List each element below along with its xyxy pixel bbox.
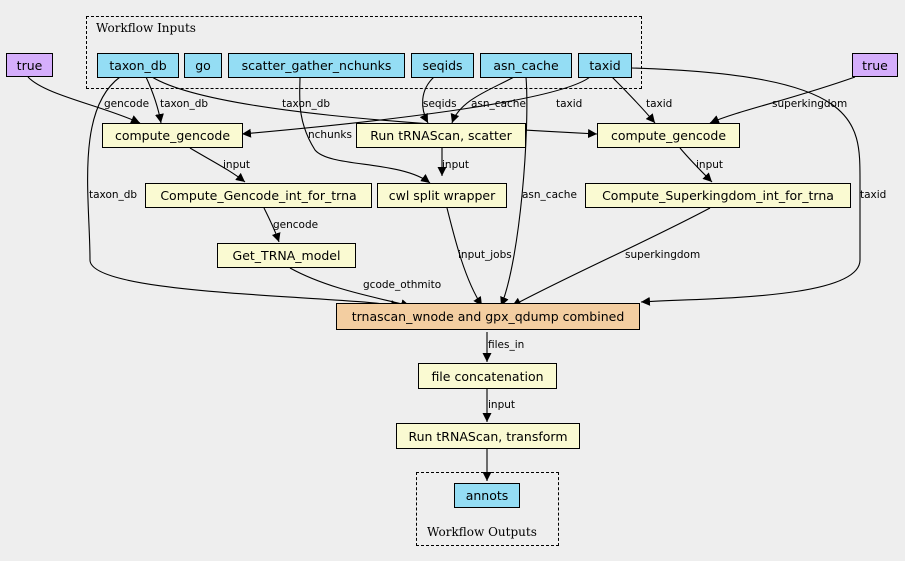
edge-cwl-to-combined <box>446 207 483 307</box>
compute-gencode-left-step[interactable]: compute_gencode <box>102 123 243 148</box>
edge-int-to-get-trna-model <box>263 207 281 243</box>
get-trna-model-step[interactable]: Get_TRNA_model <box>217 243 356 268</box>
trnascan-combined-step[interactable]: trnascan_wnode and gpx_qdump combined <box>336 303 640 330</box>
edge-label-input-jobs: input_jobs <box>458 249 512 261</box>
workflow-outputs-title: Workflow Outputs <box>427 525 537 539</box>
edge-taxon-db-to-compute-gencode-left <box>145 76 164 124</box>
go-input[interactable]: go <box>184 53 222 78</box>
edge-compute-gencode-right-to-superkingdom <box>679 147 713 183</box>
edge-label-taxid: taxid <box>860 189 887 201</box>
taxid-input[interactable]: taxid <box>578 53 632 78</box>
workflow-inputs-title: Workflow Inputs <box>96 21 196 35</box>
edge-taxid-to-compute-gencode-left <box>241 76 591 138</box>
edge-label-files-in: files_in <box>488 339 525 351</box>
edge-compute-gencode-left-to-int <box>189 147 246 183</box>
edge-label-taxon-db: taxon_db <box>89 189 138 201</box>
compute-gencode-int-step[interactable]: Compute_Gencode_int_for_trna <box>145 183 372 208</box>
edge-label-taxid: taxid <box>556 98 583 110</box>
edge-asn-cache-to-combined <box>500 76 528 307</box>
edge-taxid-to-combined <box>631 67 861 306</box>
edge-taxon-db-to-combined <box>87 76 401 310</box>
edge-label-input: input <box>223 159 251 171</box>
edge-label-taxon-db: taxon_db <box>282 98 331 110</box>
edge-label-taxid: taxid <box>646 98 673 110</box>
edge-label-gcode-othmito: gcode_othmito <box>363 279 442 291</box>
compute-gencode-right-step[interactable]: compute_gencode <box>597 123 740 148</box>
edge-label-input: input <box>488 399 516 411</box>
run-trnascan-transform-step[interactable]: Run tRNAScan, transform <box>396 423 580 449</box>
workflow-inputs-cluster <box>86 16 642 89</box>
edge-label-seqids: seqids <box>423 98 457 110</box>
edge-true-right-to-compute-gencode-right <box>709 76 856 124</box>
edge-label-asn-cache: asn_cache <box>522 189 577 201</box>
cwl-split-wrapper-step[interactable]: cwl split wrapper <box>377 183 507 208</box>
file-concatenation-step[interactable]: file concatenation <box>418 363 557 389</box>
edge-superkingdom-to-combined <box>511 207 711 307</box>
edge-asn-cache-to-run-trnascan <box>450 76 515 124</box>
edge-true-to-compute-gencode-left <box>27 76 141 124</box>
edge-seqids-to-run-trnascan <box>419 76 435 124</box>
asn-cache-input[interactable]: asn_cache <box>480 53 572 78</box>
edge-taxid-to-compute-gencode-right <box>611 76 656 124</box>
edge-label-gencode: gencode <box>273 219 319 231</box>
taxon-db-input[interactable]: taxon_db <box>97 53 179 78</box>
seqids-input[interactable]: seqids <box>411 53 474 78</box>
annots-output[interactable]: annots <box>454 483 520 508</box>
true-right-node[interactable]: true <box>852 53 898 77</box>
edge-label-input: input <box>696 159 724 171</box>
run-trnascan-scatter-step[interactable]: Run tRNAScan, scatter <box>356 123 526 148</box>
edge-label-input: input <box>442 159 470 171</box>
true-left-node[interactable]: true <box>6 53 53 77</box>
edge-label-nchunks: nchunks <box>308 129 352 141</box>
workflow-outputs-cluster <box>416 472 559 546</box>
edge-label-superkingdom: superkingdom <box>772 98 848 110</box>
edge-label-superkingdom: superkingdom <box>625 249 701 261</box>
edge-label-asn-cache: asn_cache <box>471 98 526 110</box>
edge-scatter-nchunks-to-cwl <box>299 76 431 184</box>
compute-superkingdom-int-step[interactable]: Compute_Superkingdom_int_for_trna <box>585 183 851 208</box>
edge-label-gencode: gencode <box>104 98 150 110</box>
scatter-gather-nchunks-input[interactable]: scatter_gather_nchunks <box>228 53 405 78</box>
edge-label-taxon-db: taxon_db <box>160 98 209 110</box>
